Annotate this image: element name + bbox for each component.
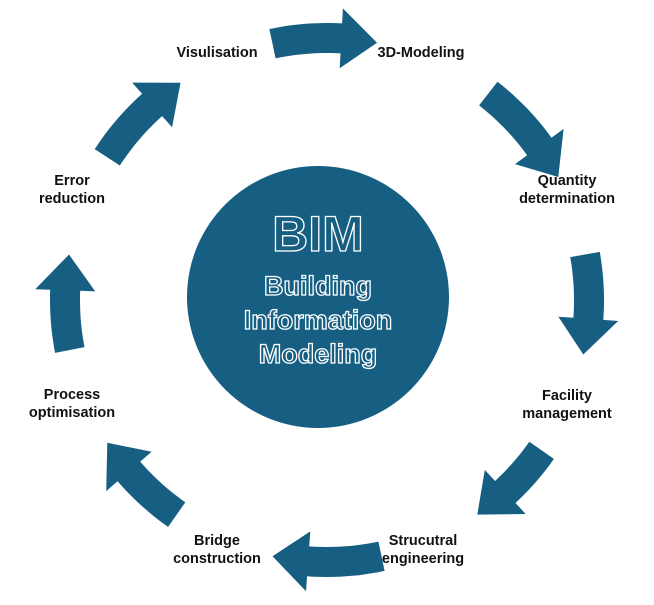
node-3d-modeling: 3D-Modeling <box>378 44 465 62</box>
center-subtitle-line-1: Building <box>264 271 372 301</box>
node-label-line: engineering <box>381 551 465 567</box>
node-label-line: Quantity <box>537 173 597 189</box>
node-label-line: Error <box>54 173 90 189</box>
node-label-line: Visulisation <box>176 45 258 61</box>
arrow-facility-management-to-structural-engineering <box>477 441 554 515</box>
center-title: BIM <box>272 206 364 262</box>
arrow-process-optimisation-to-error-reduction <box>35 254 96 353</box>
arrow-error-reduction-to-visualisation <box>94 82 181 166</box>
node-label-line: Bridge <box>194 533 240 549</box>
node-label-line: construction <box>173 551 261 567</box>
node-label-line: management <box>522 406 612 422</box>
node-label-line: determination <box>519 191 615 207</box>
node-error-reduction: Error reduction <box>39 172 105 208</box>
node-bridge-construction: Bridge construction <box>173 532 261 568</box>
node-label-line: Process <box>43 387 101 403</box>
node-facility-management: Facility management <box>522 387 611 423</box>
center-circle <box>187 166 449 428</box>
node-quantity-determination: Quantity determination <box>519 172 615 208</box>
node-label-line: Facility <box>542 388 592 404</box>
arrow-visualisation-to-3d-modeling <box>269 8 377 69</box>
arrow-3d-modeling-to-quantity-determination <box>479 81 564 177</box>
arrow-quantity-determination-to-facility-management <box>558 251 619 355</box>
center-subtitle-line-3: Modeling <box>259 339 377 369</box>
node-label-line: 3D-Modeling <box>377 45 465 61</box>
node-structural-engineering: Strucutral engineering <box>382 532 464 568</box>
node-visualisation: Visulisation <box>176 44 257 62</box>
node-label-line: reduction <box>38 191 106 207</box>
arrow-bridge-construction-to-process-optimisation <box>106 442 186 527</box>
node-label-line: optimisation <box>28 405 116 421</box>
arrow-structural-engineering-to-bridge-construction <box>272 531 385 592</box>
center-subtitle-line-2: Information <box>244 305 393 335</box>
node-process-optimisation: Process optimisation <box>29 386 115 422</box>
node-label-line: Strucutral <box>388 533 458 549</box>
